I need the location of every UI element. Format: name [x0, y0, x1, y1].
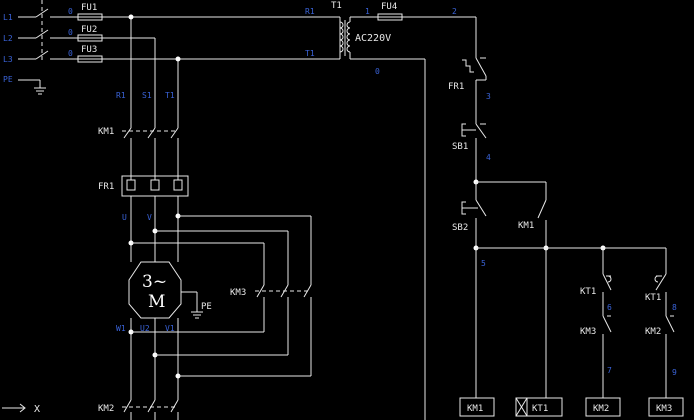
wire-no-7: 7 — [607, 366, 612, 375]
fuse-fu4-label: FU4 — [381, 2, 397, 12]
fr1-contact-label: FR1 — [448, 82, 464, 92]
km3-interlock-label: KM3 — [580, 327, 596, 337]
wire-no-t-in: R1 — [305, 7, 315, 16]
fuses-main: FU1 FU2 FU3 — [58, 3, 103, 63]
fr1-thermal-relay: FR1 — [98, 175, 189, 262]
wire-no-t-bottom: 0 — [375, 67, 380, 76]
fuse-fu3-label: FU3 — [81, 45, 97, 55]
wire-no-l1: 0 — [68, 7, 73, 16]
junction — [175, 56, 181, 62]
coil-km1 — [459, 397, 495, 417]
km1-main-contacts: KM1 — [98, 127, 179, 176]
control-supply: FU4 1 2 0 — [350, 2, 477, 420]
start-branch: KM1 SB2 5 — [452, 179, 666, 268]
mains-input: L1 L2 L3 PE 0 0 0 — [3, 0, 73, 95]
motor: 3~ M PE W1 U2 V1 — [116, 261, 311, 400]
partial-label: X — [34, 404, 40, 415]
wire-no-t-in2: 1 — [365, 7, 370, 16]
motor-symbol: M — [148, 292, 165, 312]
km2-main-contacts: KM2 — [98, 399, 179, 420]
coil-row: KM1 KT1 KM2 KM3 — [459, 397, 684, 417]
wire-no-u: U — [122, 213, 127, 222]
terminal-u2: U2 — [140, 324, 150, 333]
motor-phase: 3~ — [142, 272, 167, 292]
earth-label: PE — [3, 75, 13, 84]
fr1-main-label: FR1 — [98, 182, 114, 192]
wire-no-8: 8 — [672, 303, 677, 312]
wire-no-t-out1: T1 — [305, 49, 315, 58]
km2-main-label: KM2 — [98, 404, 114, 414]
fuse-fu1-label: FU1 — [81, 3, 97, 13]
timer-branches: KT1 6 KM3 7 KT1 8 KM2 9 — [475, 248, 677, 398]
phase-l3-label: L3 — [3, 55, 13, 64]
sb1-stop-button[interactable]: SB1 4 — [452, 120, 491, 180]
km2-interlock-label: KM2 — [645, 327, 661, 337]
km1-hold-label: KM1 — [518, 221, 534, 231]
wire-no-l3: 0 — [68, 49, 73, 58]
terminal-r1: R1 — [116, 91, 126, 100]
wire-no-9: 9 — [672, 368, 677, 377]
coil-kt1 — [515, 397, 563, 417]
kt1-b-label: KT1 — [645, 293, 661, 303]
transformer-label: T1 — [331, 1, 342, 11]
wire-no-v: V — [147, 213, 152, 222]
wire-no-5: 5 — [481, 259, 486, 268]
star-delta-wiring: KM3 U V — [122, 213, 312, 376]
motor-body — [128, 261, 182, 319]
transformer-t1: T1 R1 T1 AC220V — [305, 1, 391, 60]
km1-main-label: KM1 — [98, 127, 114, 137]
terminal-w1: W1 — [116, 324, 126, 333]
junction — [128, 14, 134, 20]
coil-km3-label: KM3 — [656, 404, 672, 414]
phase-l2-label: L2 — [3, 34, 13, 43]
coil-kt1-label: KT1 — [532, 404, 548, 414]
main-bus: R1 S1 T1 — [102, 14, 330, 128]
wire-no-3: 3 — [486, 92, 491, 101]
sb2-label: SB2 — [452, 223, 468, 233]
phase-l1-label: L1 — [3, 13, 13, 22]
wire-no-6: 6 — [607, 303, 612, 312]
km3-main-label: KM3 — [230, 288, 246, 298]
wire-no-4: 4 — [486, 153, 491, 162]
terminal-t1: T1 — [165, 91, 175, 100]
wire-no-l2: 0 — [68, 28, 73, 37]
motor-earth-label: PE — [201, 302, 212, 312]
coil-km3 — [648, 397, 684, 417]
coil-km1-label: KM1 — [467, 404, 483, 414]
partial-axis: X — [2, 403, 40, 415]
wire-no-t-out2: 2 — [452, 7, 457, 16]
terminal-v1: V1 — [165, 324, 175, 333]
transformer-voltage: AC220V — [355, 33, 391, 44]
fuse-fu2-label: FU2 — [81, 25, 97, 35]
kt1-a-label: KT1 — [580, 287, 596, 297]
terminal-s1: S1 — [142, 91, 152, 100]
fr1-contact: FR1 3 — [448, 52, 491, 120]
coil-km2 — [585, 397, 621, 417]
sb1-label: SB1 — [452, 142, 468, 152]
coil-km2-label: KM2 — [593, 404, 609, 414]
